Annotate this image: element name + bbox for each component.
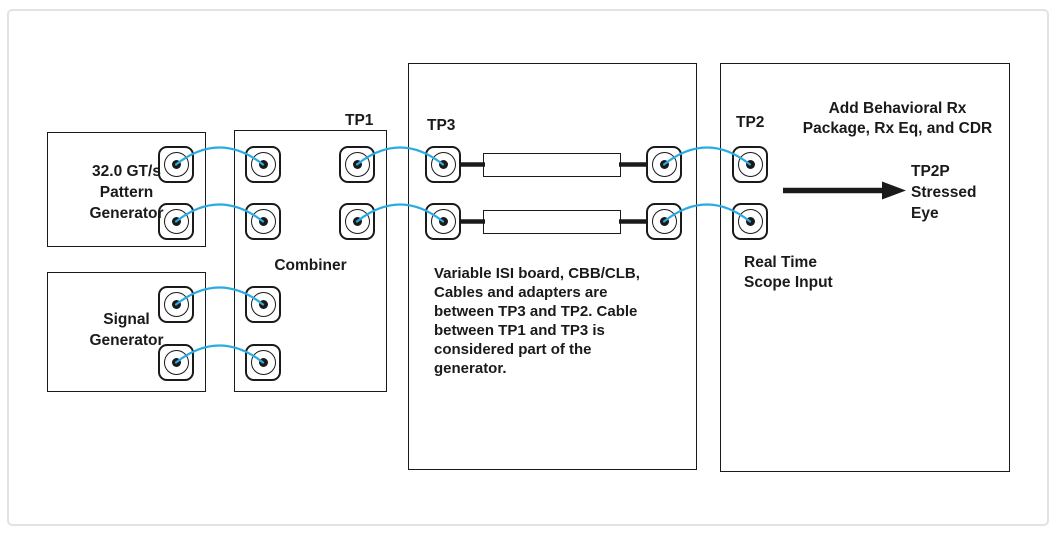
coax-port-icon-combiner-in-3	[245, 286, 281, 323]
tp2p-line-1: TP2P	[911, 163, 950, 180]
port-dot	[258, 358, 268, 367]
port-dot	[438, 217, 448, 226]
port-dot	[258, 160, 268, 169]
isi-note-line-5: considered part of the	[434, 341, 592, 358]
coax-port-icon-tp2-2	[732, 203, 768, 240]
isi-note-line-2: Cables and adapters are	[434, 284, 608, 301]
scope-header-line-1: Add Behavioral Rx	[828, 100, 967, 117]
port-ring	[250, 350, 276, 375]
signal-generator-line-2: Generator	[89, 332, 164, 349]
port-ring	[250, 209, 276, 234]
port-dot	[745, 160, 755, 169]
port-dot	[745, 217, 755, 226]
coax-port-icon-combiner-in-2	[245, 203, 281, 240]
isi-board-top	[483, 153, 621, 177]
port-dot	[171, 300, 181, 309]
coax-port-icon-isi-out-1	[646, 146, 682, 183]
coax-port-icon-tp3-1	[425, 146, 461, 183]
realtime-line-2: Scope Input	[744, 274, 833, 291]
realtime-scope-input-label: Real Time Scope Input	[744, 253, 833, 293]
tp2p-stressed-eye-label: TP2P Stressed Eye	[911, 161, 976, 224]
scope-box	[720, 63, 1010, 472]
port-ring	[250, 152, 276, 177]
signal-generator-label: Signal Generator	[47, 309, 206, 351]
tp3-label: TP3	[427, 117, 456, 134]
port-ring	[430, 209, 456, 234]
port-dot	[659, 160, 669, 169]
coax-port-icon-tp2-1	[732, 146, 768, 183]
pattern-generator-line-2: Pattern	[99, 184, 154, 201]
tp1-label: TP1	[345, 112, 374, 129]
port-dot	[258, 217, 268, 226]
coax-port-icon-tp3-2	[425, 203, 461, 240]
scope-header-line-2: Package, Rx Eq, and CDR	[802, 120, 993, 137]
port-dot	[258, 300, 268, 309]
port-ring	[737, 152, 763, 177]
coax-port-icon-isi-out-2	[646, 203, 682, 240]
isi-box	[408, 63, 697, 470]
port-ring	[344, 152, 370, 177]
outer-frame	[7, 9, 1049, 526]
isi-note-line-3: between TP3 and TP2. Cable	[434, 303, 638, 320]
isi-board-bottom	[483, 210, 621, 234]
port-ring	[651, 152, 677, 177]
coax-port-icon-combiner-in-4	[245, 344, 281, 381]
port-dot	[352, 217, 362, 226]
tp2p-line-3: Eye	[911, 205, 939, 222]
coax-port-icon-tp1-1	[339, 146, 375, 183]
tp2-label: TP2	[736, 114, 765, 131]
tp2p-line-2: Stressed	[911, 184, 977, 201]
port-dot	[659, 217, 669, 226]
port-dot	[352, 160, 362, 169]
signal-generator-line-1: Signal	[103, 311, 150, 328]
port-ring	[430, 152, 456, 177]
isi-note-line-4: between TP1 and TP3 is	[434, 322, 605, 339]
pattern-generator-line-3: Generator	[89, 205, 164, 222]
pattern-generator-label: 32.0 GT/s Pattern Generator	[47, 161, 206, 224]
realtime-line-1: Real Time	[744, 254, 817, 271]
port-ring	[737, 209, 763, 234]
port-ring	[651, 209, 677, 234]
isi-note: Variable ISI board, CBB/CLB, Cables and …	[434, 264, 640, 378]
combiner-label: Combiner	[274, 257, 347, 274]
scope-header-label: Add Behavioral Rx Package, Rx Eq, and CD…	[790, 99, 1005, 139]
port-dot	[438, 160, 448, 169]
coax-port-icon-tp1-2	[339, 203, 375, 240]
port-ring	[163, 350, 189, 375]
isi-note-line-6: generator.	[434, 360, 507, 377]
port-ring	[250, 292, 276, 317]
coax-port-icon-combiner-in-1	[245, 146, 281, 183]
isi-note-line-1: Variable ISI board, CBB/CLB,	[434, 265, 640, 282]
port-dot	[171, 358, 181, 367]
pattern-generator-line-1: 32.0 GT/s	[92, 163, 161, 180]
port-ring	[344, 209, 370, 234]
